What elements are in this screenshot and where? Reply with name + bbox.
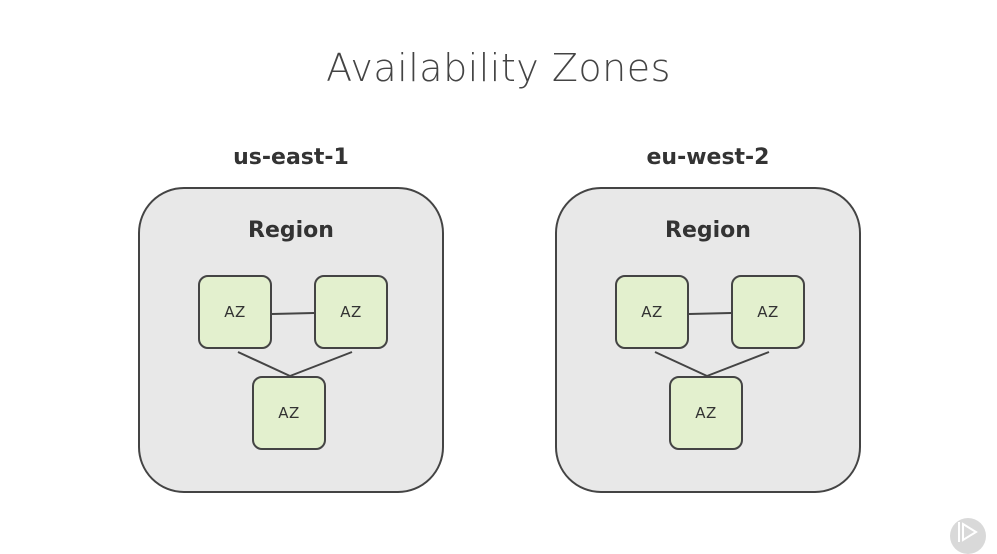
region-name-us-east-1: us-east-1: [233, 145, 349, 170]
link-az1-az3: [237, 351, 291, 377]
az-connections: [237, 312, 353, 377]
link-az2-az3: [706, 351, 770, 377]
link-az1-az2: [271, 312, 315, 315]
region-label: Region: [248, 218, 334, 243]
az-connections: [654, 312, 770, 377]
page-title: Availability Zones: [326, 46, 671, 90]
region-box-us-east-1: Region AZ AZ AZ: [138, 187, 444, 493]
region-name-eu-west-2: eu-west-2: [646, 145, 770, 170]
link-az2-az3: [289, 351, 353, 377]
availability-zone: AZ: [314, 275, 388, 349]
availability-zone: AZ: [669, 376, 743, 450]
availability-zone: AZ: [198, 275, 272, 349]
availability-zone: AZ: [252, 376, 326, 450]
play-logo-icon: [950, 518, 986, 554]
region-box-eu-west-2: Region AZ AZ AZ: [555, 187, 861, 493]
availability-zone: AZ: [615, 275, 689, 349]
availability-zone: AZ: [731, 275, 805, 349]
link-az1-az3: [654, 351, 708, 377]
link-az1-az2: [688, 312, 732, 315]
region-label: Region: [665, 218, 751, 243]
